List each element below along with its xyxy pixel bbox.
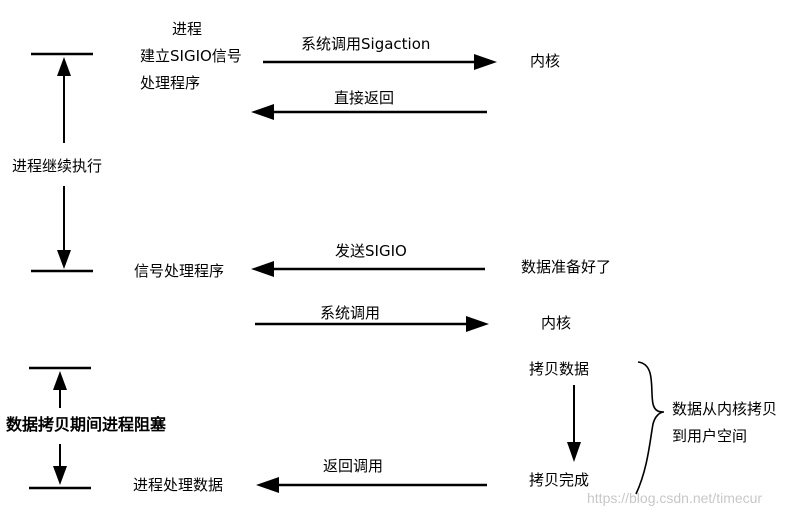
- process-setup-sigio-line: 建立SIGIO信号: [140, 47, 242, 65]
- copy-note-line2: 到用户空间: [672, 427, 748, 445]
- label-process-continues: 进程继续执行: [12, 157, 103, 175]
- copy-note-line1: 数据从内核拷贝: [672, 400, 778, 418]
- label-send-sigio: 发送SIGIO: [335, 242, 407, 260]
- arrowhead-up: [57, 57, 71, 76]
- arrowhead-right: [474, 54, 497, 70]
- timeline-process-continues: [31, 52, 93, 273]
- arrowhead-up: [53, 371, 67, 390]
- timeline-blocked: [29, 366, 91, 490]
- process-label: 进程: [172, 20, 203, 38]
- arrow-syscall-to-kernel: [255, 316, 489, 332]
- arrowhead-down: [567, 442, 581, 462]
- label-kernel-top: 内核: [530, 52, 561, 70]
- curly-brace: [635, 361, 665, 495]
- arrow-direct-return: [251, 104, 487, 120]
- label-process-data: 进程处理数据: [133, 476, 224, 494]
- arrow-return-call: [256, 477, 487, 493]
- label-signal-handler: 信号处理程序: [134, 262, 225, 280]
- label-copy-data: 拷贝数据: [529, 360, 590, 378]
- label-data-ready: 数据准备好了: [521, 258, 612, 276]
- arrowhead-left: [256, 477, 279, 493]
- arrowhead-down: [57, 250, 71, 269]
- label-syscall: 系统调用: [320, 304, 381, 322]
- arrowhead-down: [53, 466, 67, 485]
- arrowhead-right: [466, 316, 489, 332]
- label-direct-return: 直接返回: [334, 89, 395, 107]
- label-blocked-during-copy: 数据拷贝期间进程阻塞: [6, 415, 167, 434]
- process-handler-line: 处理程序: [140, 74, 201, 92]
- label-kernel-mid: 内核: [541, 314, 572, 332]
- arrow-send-sigio: [251, 261, 485, 277]
- label-call-sigaction: 系统调用Sigaction: [301, 35, 431, 53]
- arrow-copy-down: [567, 385, 581, 462]
- arrowhead-left: [251, 261, 274, 277]
- label-copy-complete: 拷贝完成: [529, 471, 590, 489]
- label-return-call: 返回调用: [323, 457, 384, 475]
- arrow-sigaction-to-kernel: [263, 54, 497, 70]
- arrowhead-left: [251, 104, 274, 120]
- watermark: https://blog.csdn.net/timecur: [587, 490, 763, 506]
